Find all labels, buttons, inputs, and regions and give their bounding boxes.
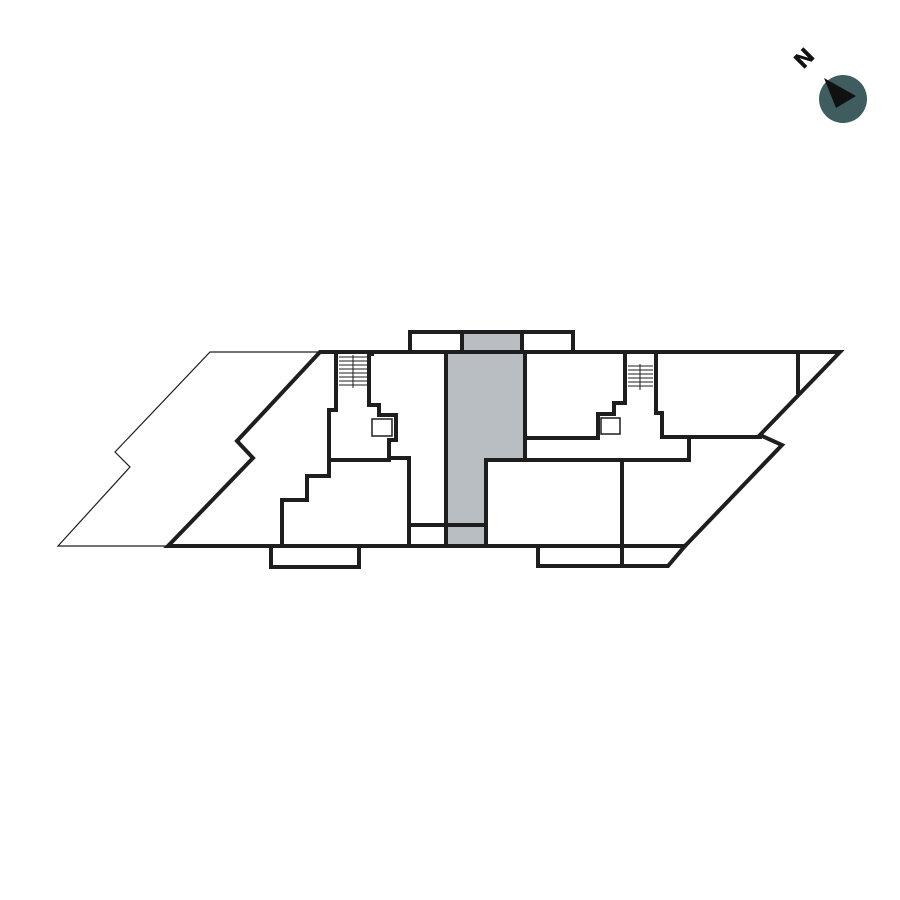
right-core-walls [523,350,627,440]
left-core-walls [280,350,338,548]
north-arrow-icon [824,78,856,108]
balcony-bottom-right [536,543,688,568]
left-core-inner [327,350,398,462]
right-stair-icon [628,364,653,390]
right-core [523,350,800,548]
left-core [280,350,411,548]
compass-north-label: N [790,44,821,75]
terrace-outline [56,351,320,547]
left-unit-wall [387,456,411,548]
right-core-inner [523,350,691,462]
compass: N [790,44,867,123]
highlighted-balcony[interactable] [462,333,522,352]
left-stair-icon [339,355,367,388]
balcony-top [408,330,575,354]
left-lift-icon [371,418,393,437]
right-lift-icon [600,417,621,435]
balcony-bottom-left [269,544,361,569]
